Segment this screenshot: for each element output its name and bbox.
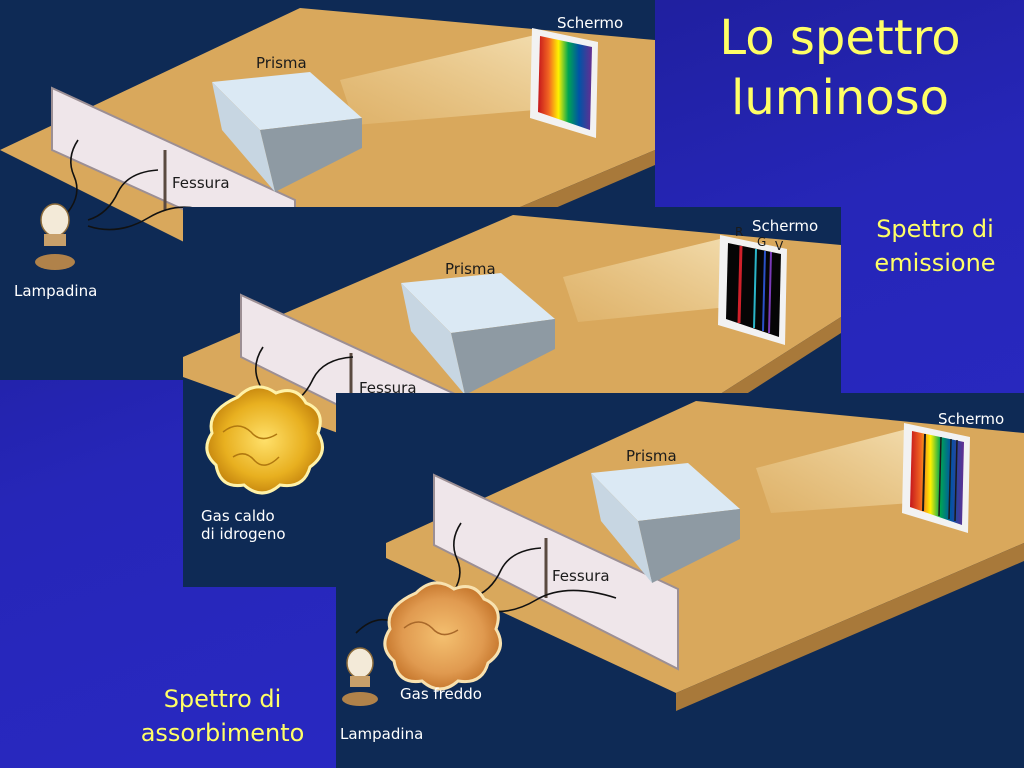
- prism-top: [401, 273, 555, 333]
- gas-swirl: [232, 453, 280, 466]
- slit-label: Fessura: [359, 379, 417, 397]
- gas-cloud: [205, 385, 324, 495]
- emission-line-blue: [762, 250, 766, 332]
- light-ray: [87, 169, 159, 221]
- continuous-spectrum: [538, 36, 592, 130]
- table-edge: [676, 543, 1024, 711]
- lamp-base: [44, 234, 66, 246]
- screen-label: Schermo: [752, 217, 819, 235]
- absorption-line: [954, 439, 958, 522]
- line-letter-r: R: [735, 225, 744, 239]
- line-letter-g: G: [757, 235, 767, 249]
- gas-label: Gas caldo di idrogeno: [201, 507, 286, 543]
- light-beam: [340, 35, 535, 125]
- light-ray: [450, 522, 462, 596]
- slide-title: Lo spettro luminoso: [719, 10, 961, 126]
- light-ray: [67, 139, 79, 213]
- gas-cloud: [383, 581, 502, 691]
- light-beam: [756, 428, 911, 513]
- prism-label: Prisma: [445, 260, 496, 278]
- absorption-spectrum-panel: Prisma Schermo Fessura Gas freddo Lampad…: [336, 393, 1024, 768]
- lamp-label: Lampadina: [340, 725, 424, 743]
- absorption-line: [948, 438, 952, 520]
- slit-label: Fessura: [172, 174, 230, 192]
- line-letter-v: V: [775, 239, 784, 253]
- prism-front: [260, 118, 362, 192]
- gas-swirl: [222, 425, 278, 440]
- emission-caption: Spettro di emissione: [874, 215, 996, 277]
- prism-label: Prisma: [626, 447, 677, 465]
- prism-side: [212, 82, 275, 192]
- slit-wall: [433, 473, 679, 671]
- prism-front: [451, 319, 555, 395]
- lamp-bulb: [40, 203, 70, 237]
- slit-label: Fessura: [552, 567, 610, 585]
- emission-line-red: [737, 245, 743, 324]
- gas-swirl: [403, 621, 459, 636]
- emission-line-cyan: [753, 248, 757, 329]
- prism-side: [591, 473, 652, 583]
- lamp-foot: [35, 254, 75, 270]
- lamp-label: Lampadina: [14, 282, 98, 300]
- absorption-caption: Spettro di assorbimento: [140, 685, 305, 747]
- lamp-bulb: [346, 647, 374, 679]
- prism-label: Prisma: [256, 54, 307, 72]
- absorption-spectrum-diagram: [342, 401, 1024, 711]
- emission-line-violet: [768, 251, 772, 334]
- screen-label: Schermo: [938, 410, 1005, 428]
- prism-front: [638, 509, 740, 583]
- absorption-line: [922, 433, 926, 512]
- light-beam: [563, 237, 728, 322]
- lamp-foot: [342, 692, 378, 706]
- prism-top: [212, 72, 362, 130]
- prism-side: [401, 283, 465, 395]
- lamp-base: [350, 676, 370, 687]
- screen-label: Schermo: [557, 14, 624, 32]
- gas-label: Gas freddo: [400, 685, 482, 703]
- prism-top: [591, 463, 740, 521]
- absorption-line: [938, 436, 942, 517]
